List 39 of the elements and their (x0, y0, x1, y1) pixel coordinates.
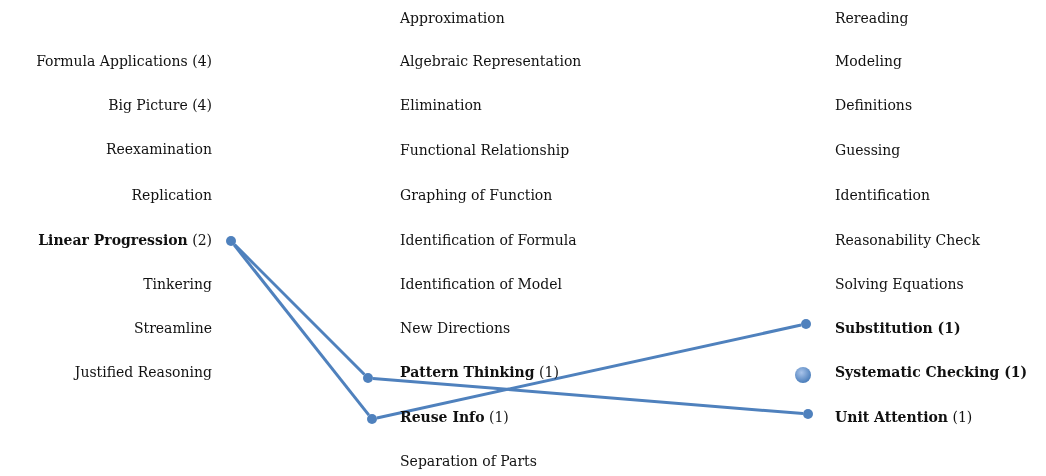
term-label: Big Picture (4) (108, 96, 212, 114)
term-label: Modeling (835, 52, 902, 70)
term-label: Systematic Checking (1) (835, 363, 1028, 381)
term-label: Tinkering (143, 275, 212, 293)
dot-marker (803, 409, 813, 419)
term-label: Graphing of Function (400, 186, 553, 204)
term-label: Guessing (835, 141, 901, 159)
connector-line (376, 323, 802, 420)
term-label: Solving Equations (835, 275, 964, 293)
term-label: Substitution (1) (835, 319, 961, 337)
term-label: Algebraic Representation (400, 52, 582, 70)
term-label: Replication (131, 186, 212, 204)
term-label: Rereading (835, 9, 909, 27)
term-label: Definitions (835, 96, 913, 114)
dot-marker (363, 373, 373, 383)
term-label: Reuse Info (1) (400, 408, 509, 426)
term-label: Reasonability Check (835, 231, 980, 249)
term-label: Reexamination (105, 140, 212, 158)
term-label: Elimination (400, 96, 482, 114)
term-label: Linear Progression (2) (38, 231, 212, 249)
dot-marker (226, 236, 236, 246)
term-label: Identification (835, 186, 930, 204)
connector-line (372, 376, 804, 416)
term-label: Pattern Thinking (1) (400, 363, 559, 381)
dot-marker (801, 319, 811, 329)
term-label: Identification of Formula (400, 231, 577, 249)
term-label: Unit Attention (1) (835, 408, 973, 426)
term-label: Streamline (133, 319, 212, 337)
term-label: Separation of Parts (400, 452, 537, 470)
connector-line (232, 244, 371, 416)
term-label: Functional Relationship (400, 141, 570, 159)
dot-marker (367, 414, 377, 424)
term-label: Identification of Model (400, 275, 562, 293)
term-label: Justified Reasoning (74, 363, 212, 381)
term-label: Formula Applications (4) (36, 52, 212, 70)
term-label: Approximation (400, 9, 505, 27)
dot-marker (795, 367, 811, 383)
connector-line (233, 243, 366, 376)
term-label: New Directions (400, 319, 511, 337)
